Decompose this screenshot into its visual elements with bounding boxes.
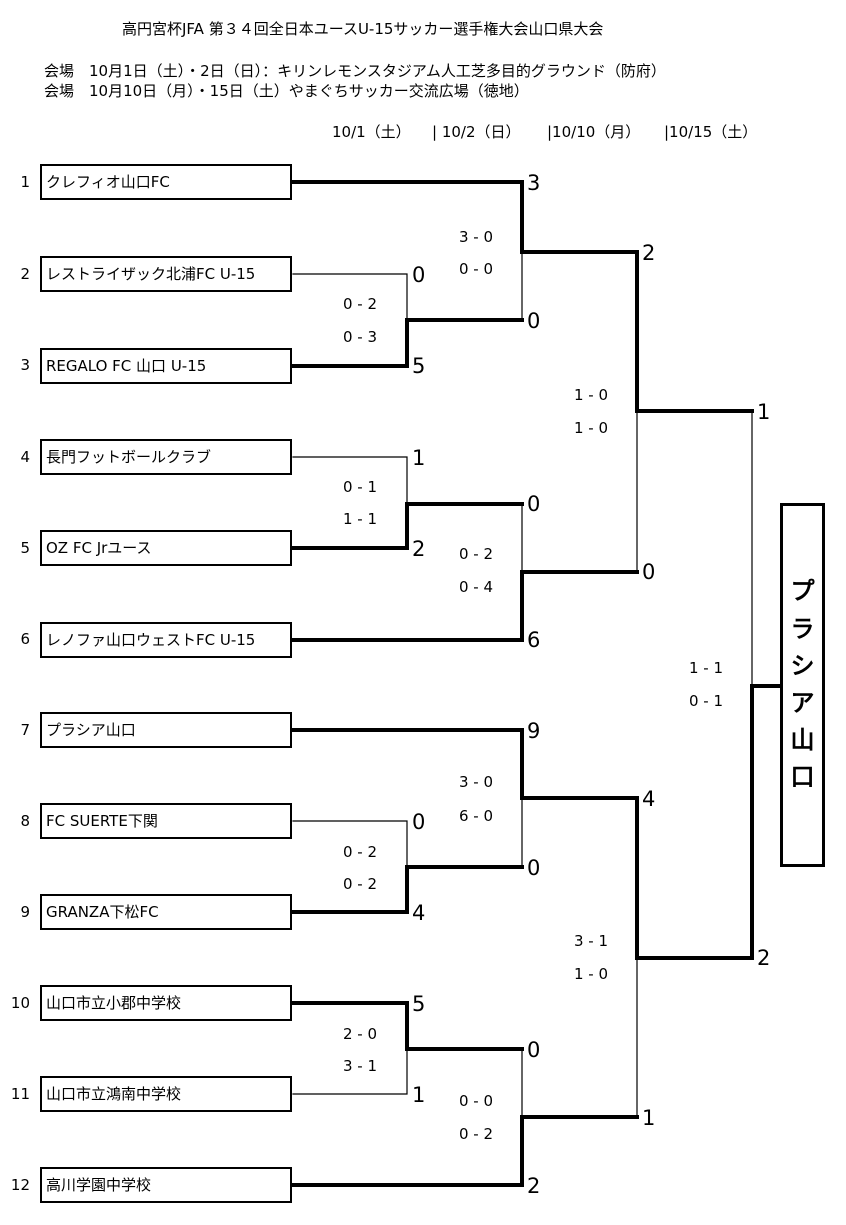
match-score: 2 [757,946,771,970]
seed-number: 2 [20,265,30,283]
match-score: 0 [527,856,541,880]
r2-line-team6-win [291,570,639,642]
r2-line-team1-win [291,180,639,254]
seed-number: 10 [10,994,30,1012]
half-score: 1 - 0 [574,386,609,404]
r1-line-team8 [292,820,408,868]
half-score: 3 - 0 [459,773,494,791]
r1-line-team5-win [291,502,524,550]
match-score: 5 [412,354,426,378]
half-score: 0 - 2 [459,545,494,563]
match-score: 0 [527,309,541,333]
r1-line-team11 [292,1048,408,1095]
half-score: 0 - 2 [343,843,378,861]
half-score: 6 - 0 [459,807,494,825]
seed-number: 11 [10,1085,30,1103]
half-score: 0 - 0 [459,1092,494,1110]
seed-number: 4 [20,448,30,466]
seed-number: 6 [20,630,30,648]
seed-number: 12 [10,1176,30,1194]
match-score: 0 [527,1038,541,1062]
match-score: 1 [412,446,426,470]
match-score: 4 [642,787,656,811]
match-score: 2 [642,241,656,265]
team-box: レストライザック北浦FC U-15 [40,256,292,292]
r1-line-team10-win [291,1001,524,1051]
half-score: 1 - 1 [689,659,724,677]
champion-char: 口 [790,763,815,792]
tournament-title: 高円宮杯JFA 第３４回全日本ユースU-15サッカー選手権大会山口県大会 [122,20,604,38]
half-score: 1 - 1 [343,510,378,528]
match-score: 6 [527,628,541,652]
seed-number: 3 [20,356,30,374]
half-score: 0 - 4 [459,578,494,596]
round-date-4: |10/15（土） [664,123,758,141]
match-score: 3 [527,171,541,195]
half-score: 0 - 2 [343,295,378,313]
r2-line-team12-win [291,1115,639,1187]
half-score: 0 - 2 [459,1125,494,1143]
team-box: GRANZA下松FC [40,894,292,930]
team-box: OZ FC Jrユース [40,530,292,566]
match-score: 4 [412,901,426,925]
match-score: 2 [412,537,426,561]
r2-line-team7-win [291,728,639,800]
match-score: 1 [757,400,771,424]
team-box: FC SUERTE下関 [40,803,292,839]
team-box: 山口市立小郡中学校 [40,985,292,1021]
half-score: 0 - 0 [459,260,494,278]
round-date-1: 10/1（土） [332,123,411,141]
r1-line-team9-win [291,865,524,914]
team-box: レノファ山口ウェストFC U-15 [40,622,292,658]
team-box: 高川学園中学校 [40,1167,292,1203]
seed-number: 7 [20,721,30,739]
champion-char: ラ [790,614,815,643]
team-box: クレフィオ山口FC [40,164,292,200]
sf1-line-win [635,250,754,413]
team-box: プラシア山口 [40,712,292,748]
seed-number: 5 [20,539,30,557]
r1-line-team2 [292,273,408,321]
match-score: 9 [527,719,541,743]
team-box: 長門フットボールクラブ [40,439,292,475]
seed-number: 8 [20,812,30,830]
match-score: 0 [412,263,426,287]
match-score: 0 [527,492,541,516]
seed-number: 1 [20,173,30,191]
round-date-3: |10/10（月） [547,123,641,141]
sf2-line-win [635,796,754,960]
half-score: 3 - 1 [574,932,609,950]
round-date-2: | 10/2（日） [432,123,521,141]
half-score: 3 - 1 [343,1057,378,1075]
venue-line-2: 会場 10月10日（月）・15日（土）やまぐちサッカー交流広場（徳地） [44,82,529,100]
seed-number: 9 [20,903,30,921]
half-score: 0 - 1 [343,478,378,496]
half-score: 3 - 0 [459,228,494,246]
half-score: 1 - 0 [574,419,609,437]
half-score: 0 - 3 [343,328,378,346]
champion-box: プ ラ シ ア 山 口 [780,503,825,867]
r1-line-team3-win [291,318,524,368]
team-box: 山口市立鴻南中学校 [40,1076,292,1112]
half-score: 0 - 1 [689,692,724,710]
match-score: 1 [412,1083,426,1107]
match-score: 1 [642,1106,656,1130]
half-score: 0 - 2 [343,875,378,893]
champion-char: プ [790,577,815,606]
venue-line-1: 会場 10月1日（土）・2日（日）：キリンレモンスタジアム人工芝多目的グラウンド… [44,62,666,80]
r1-line-team4 [292,456,408,505]
team-box: REGALO FC 山口 U-15 [40,348,292,384]
final-line-win [750,684,782,960]
champion-char: ア [790,689,815,717]
half-score: 2 - 0 [343,1025,378,1043]
match-score: 2 [527,1174,541,1198]
champion-char: 山 [790,726,815,755]
champion-char: シ [790,651,815,680]
match-score: 0 [412,810,426,834]
match-score: 5 [412,992,426,1016]
match-score: 0 [642,560,656,584]
half-score: 1 - 0 [574,965,609,983]
